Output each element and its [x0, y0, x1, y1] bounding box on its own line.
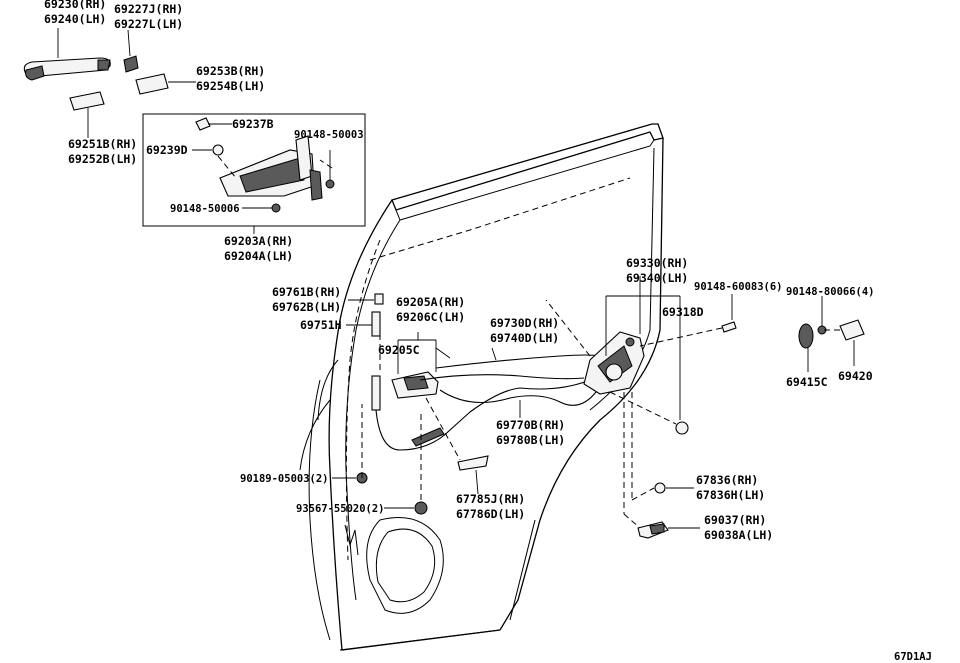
- label-69318d: 69318D: [662, 305, 704, 319]
- screw-90189: [332, 404, 368, 484]
- label-90148-80066: 90148-80066(4): [786, 286, 875, 298]
- label-90148-60083: 90148-60083(6): [694, 281, 783, 293]
- label-69037: 69037(RH): [704, 513, 766, 527]
- label-93567-55020: 93567-55020(2): [296, 503, 385, 515]
- label-69415c: 69415C: [786, 375, 828, 389]
- label-69237b: 69237B: [232, 117, 274, 131]
- striker-assembly: [798, 296, 865, 372]
- label-69205c: 69205C: [378, 343, 420, 357]
- label-69227l: 69227L(LH): [114, 17, 183, 31]
- label-90189-05003: 90189-05003(2): [240, 473, 329, 485]
- outside-handle: [23, 28, 111, 81]
- label-69203a: 69203A(RH): [224, 234, 293, 248]
- figure-code: 67D1AJ: [894, 651, 932, 663]
- protector-pad: [457, 455, 489, 495]
- label-69205a: 69205A(RH): [396, 295, 465, 309]
- label-69254b: 69254B(LH): [196, 79, 265, 93]
- label-69204a: 69204A(LH): [224, 249, 293, 263]
- label-90148-50006: 90148-50006: [170, 203, 240, 215]
- control-cables: [375, 354, 601, 451]
- handle-pad-lower: [69, 91, 105, 138]
- label-67836: 67836(RH): [696, 473, 758, 487]
- label-69206c: 69206C(LH): [396, 310, 465, 324]
- part-labels: 69230(RH) 69240(LH) 69227J(RH) 69227L(LH…: [44, 0, 932, 663]
- label-67785j: 67785J(RH): [456, 492, 525, 506]
- lock-screw-cap: [609, 294, 737, 435]
- cable-leaders: [435, 347, 497, 361]
- handle-cap: [123, 29, 139, 73]
- label-69038a: 69038A(LH): [704, 528, 773, 542]
- label-69420: 69420: [838, 369, 873, 383]
- label-69740d: 69740D(LH): [490, 331, 559, 345]
- door-lock-assembly: [583, 276, 681, 420]
- label-69251b: 69251B(RH): [68, 137, 137, 151]
- dashed-leaders: [425, 299, 591, 461]
- label-69761b: 69761B(RH): [272, 285, 341, 299]
- screw-93567: [384, 412, 428, 515]
- label-69227j: 69227J(RH): [114, 2, 183, 16]
- label-69230: 69230(RH): [44, 0, 106, 11]
- label-69330: 69330(RH): [626, 256, 688, 270]
- label-90148-50003: 90148-50003: [294, 129, 364, 141]
- label-69730d: 69730D(RH): [490, 316, 559, 330]
- label-69340: 69340(LH): [626, 271, 688, 285]
- lower-cushion-ring: [631, 392, 694, 501]
- handle-pad-upper: [135, 73, 196, 95]
- label-67836h: 67836H(LH): [696, 488, 765, 502]
- frame-assembly: [192, 117, 335, 213]
- label-69253b: 69253B(RH): [196, 64, 265, 78]
- lock-knob-parts: [346, 293, 384, 372]
- label-69239d: 69239D: [146, 143, 188, 157]
- label-69762b: 69762B(LH): [272, 300, 341, 314]
- label-67786d: 67786D(LH): [456, 507, 525, 521]
- label-69780b: 69780B(LH): [496, 433, 565, 447]
- label-69770b: 69770B(RH): [496, 418, 565, 432]
- label-69240: 69240(LH): [44, 12, 106, 26]
- label-69252b: 69252B(LH): [68, 152, 137, 166]
- inside-handle-bracket: [623, 392, 700, 539]
- label-69751h: 69751H: [300, 318, 342, 332]
